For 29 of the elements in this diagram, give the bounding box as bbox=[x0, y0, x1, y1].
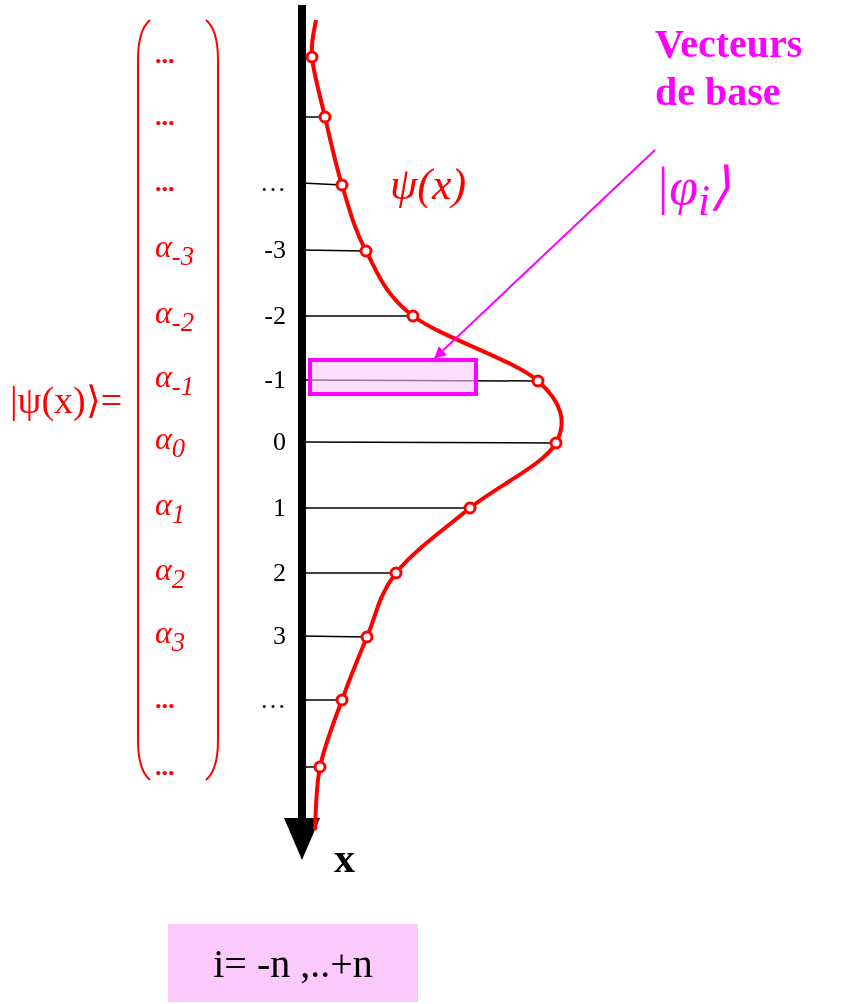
tick-label: 1 bbox=[272, 495, 286, 521]
axis-label: x bbox=[334, 837, 355, 879]
vector-entry: ... bbox=[155, 687, 175, 713]
tick-label: -1 bbox=[263, 367, 286, 393]
tick-label: 0 bbox=[272, 429, 286, 455]
annotation-title: Vecteurs de base bbox=[655, 20, 804, 116]
tick-label: -3 bbox=[263, 237, 286, 263]
vector-entry: ... bbox=[155, 170, 175, 196]
vector-entry: α$_{-3}$ bbox=[155, 230, 194, 270]
ket-equation: |ψ(x)⟩= bbox=[10, 381, 123, 419]
tick-label: 2 bbox=[272, 560, 286, 586]
vector-entry: α$_{3}$ bbox=[155, 616, 186, 656]
tick-label: 3 bbox=[272, 623, 286, 649]
vector-entry: α$_{2}$ bbox=[155, 553, 186, 593]
tick-label: … bbox=[259, 687, 286, 713]
tick-label: … bbox=[259, 170, 286, 196]
basis-vector-ket: |φ$_{i}$⟩ bbox=[655, 157, 732, 226]
vector-entry: α$_{-2}$ bbox=[155, 296, 194, 336]
highlight-box bbox=[308, 358, 478, 396]
vector-entry: α$_{-1}$ bbox=[155, 360, 194, 400]
curve-label: ψ(x) bbox=[390, 163, 467, 207]
index-range-box: i= -n ,..+n bbox=[168, 924, 418, 1002]
vector-entry: ... bbox=[155, 754, 175, 780]
leader-arrow bbox=[434, 149, 656, 359]
tick-label: -2 bbox=[263, 303, 286, 329]
vector-entry: α$_{0}$ bbox=[155, 422, 186, 462]
vector-entry: ... bbox=[155, 42, 175, 68]
vector-entry: ... bbox=[155, 104, 175, 130]
vector-entry: α$_{1}$ bbox=[155, 488, 186, 528]
